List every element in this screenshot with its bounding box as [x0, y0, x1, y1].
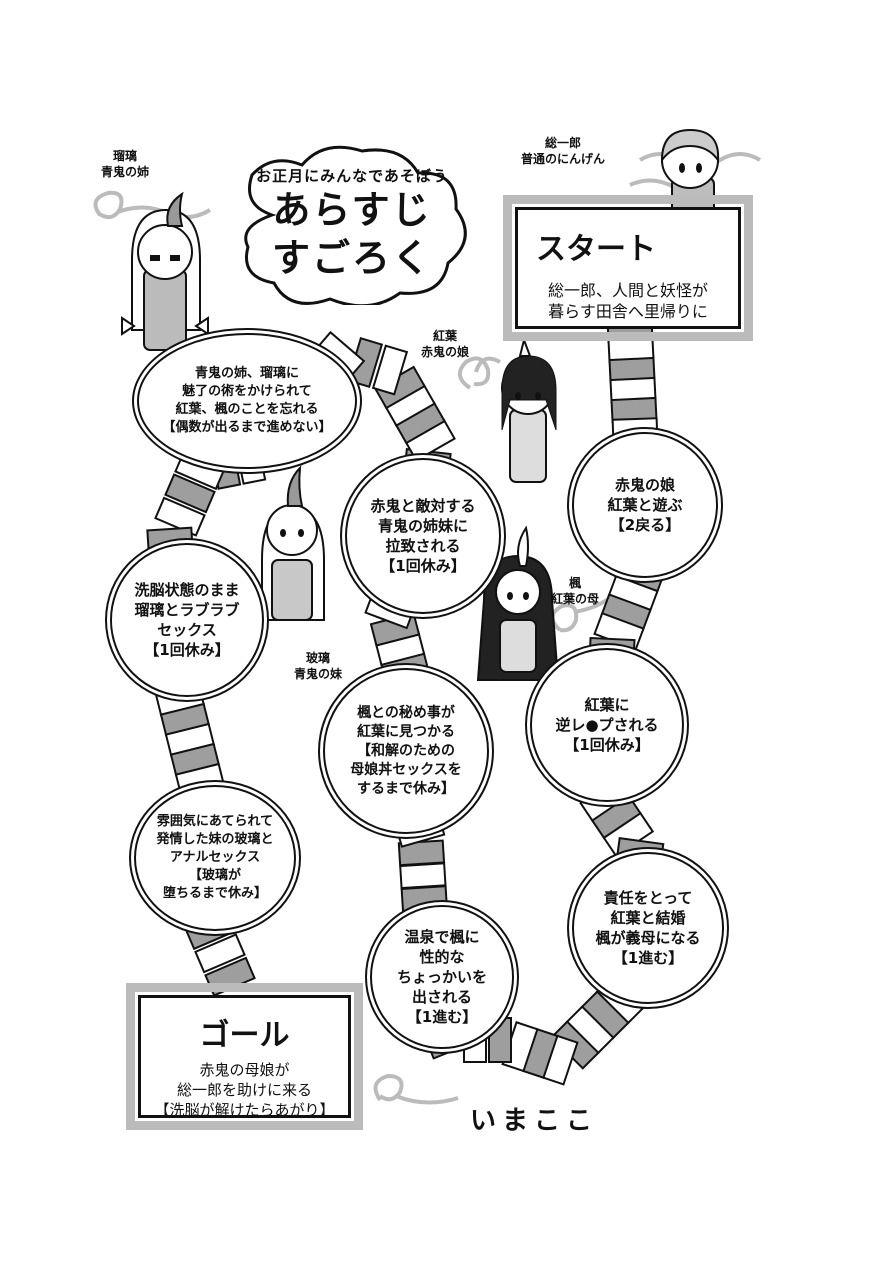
label-momiji: 紅葉 赤鬼の娘 — [420, 329, 469, 359]
path-tile — [371, 344, 409, 396]
path-tile — [204, 956, 256, 997]
figure-hari — [261, 465, 325, 621]
path-tile — [399, 862, 447, 890]
space-1[interactable]: 赤鬼の娘 紅葉と遊ぶ 【2戻る】 — [572, 432, 718, 578]
title-line-2: すごろく — [271, 236, 432, 280]
path-tile — [154, 496, 206, 537]
space-6-text: 楓との秘め事が 紅葉に見つかる 【和解のための 母娘丼セックスを するまで休み】 — [350, 704, 462, 797]
path-tile — [164, 473, 216, 514]
figure-ruri — [121, 191, 209, 351]
space-7-text: 雰囲気にあてられて 発情した妹の玻璃と アナルセックス 【玻璃が 堕ちるまで休み… — [156, 814, 274, 901]
goal-sign[interactable]: ゴール 赤鬼の母娘が 総一郎を助けに来る 【洗脳が解けたらあがり】 — [126, 983, 363, 1130]
here-label: いまここ — [470, 1106, 599, 1136]
space-5[interactable]: 紅葉に 逆レ●プされる 【1回休み】 — [530, 648, 684, 802]
space-3-text: 青鬼の姉、瑠璃に 魅了の術をかけられて 紅葉、楓のことを忘れる 【偶数が出るまで… — [162, 366, 332, 435]
path-tile — [194, 933, 246, 974]
space-9[interactable]: 温泉で楓に 性的な ちょっかいを 出される 【1進む】 — [370, 905, 514, 1049]
start-text: 総一郎、人間と妖怪が 暮らす田舎へ里帰りに — [547, 281, 708, 321]
space-9-text: 温泉で楓に 性的な ちょっかいを 出される 【1進む】 — [396, 928, 487, 1026]
space-6[interactable]: 楓との秘め事が 紅葉に見つかる 【和解のための 母娘丼セックスを するまで休み】 — [323, 668, 489, 834]
cloud-outline — [244, 145, 467, 305]
space-4-text: 洗脳状態のまま 瑠璃とラブラブ セックス 【1回休み】 — [134, 581, 240, 659]
space-8[interactable]: 責任をとって 紅葉と結婚 楓が義母になる 【1進む】 — [572, 852, 724, 1004]
space-1-text: 赤鬼の娘 紅葉と遊ぶ 【2戻る】 — [607, 476, 683, 534]
space-7[interactable]: 雰囲気にあてられて 発情した妹の玻璃と アナルセックス 【玻璃が 堕ちるまで休み… — [134, 785, 296, 931]
space-2-text: 赤鬼と敵対する 青鬼の姉妹に 拉致される 【1回休み】 — [370, 497, 476, 575]
figure-kaede — [476, 525, 560, 681]
space-2[interactable]: 赤鬼と敵対する 青鬼の姉妹に 拉致される 【1回休み】 — [345, 458, 501, 614]
start-heading: スタート — [536, 232, 656, 267]
space-4[interactable]: 洗脳状態のまま 瑠璃とラブラブ セックス 【1回休み】 — [110, 543, 264, 697]
label-souichirou: 総一郎 普通のにんげん — [520, 136, 605, 166]
goal-text: 赤鬼の母娘が 総一郎を助けに来る 【洗脳が解けたらあがり】 — [154, 1061, 335, 1119]
figure-momiji — [501, 336, 557, 483]
label-hari: 玻璃 青鬼の妹 — [293, 651, 342, 681]
start-sign[interactable]: スタート 総一郎、人間と妖怪が 暮らす田舎へ里帰りに — [503, 195, 753, 341]
space-8-text: 責任をとって 紅葉と結婚 楓が義母になる 【1進む】 — [595, 889, 701, 967]
label-ruri: 瑠璃 青鬼の姉 — [100, 149, 149, 179]
title-line-1: あらすじ — [272, 188, 432, 232]
title-cloud: お正月にみんなであそぼう あらすじ すごろく — [232, 145, 472, 305]
space-5-text: 紅葉に 逆レ●プされる 【1回休み】 — [555, 696, 659, 754]
title-subtitle: お正月にみんなであそぼう — [256, 167, 448, 185]
goal-heading: ゴール — [199, 1018, 290, 1053]
space-3[interactable]: 青鬼の姉、瑠璃に 魅了の術をかけられて 紅葉、楓のことを忘れる 【偶数が出るまで… — [137, 333, 357, 469]
label-kaede: 楓 紅葉の母 — [550, 576, 599, 606]
